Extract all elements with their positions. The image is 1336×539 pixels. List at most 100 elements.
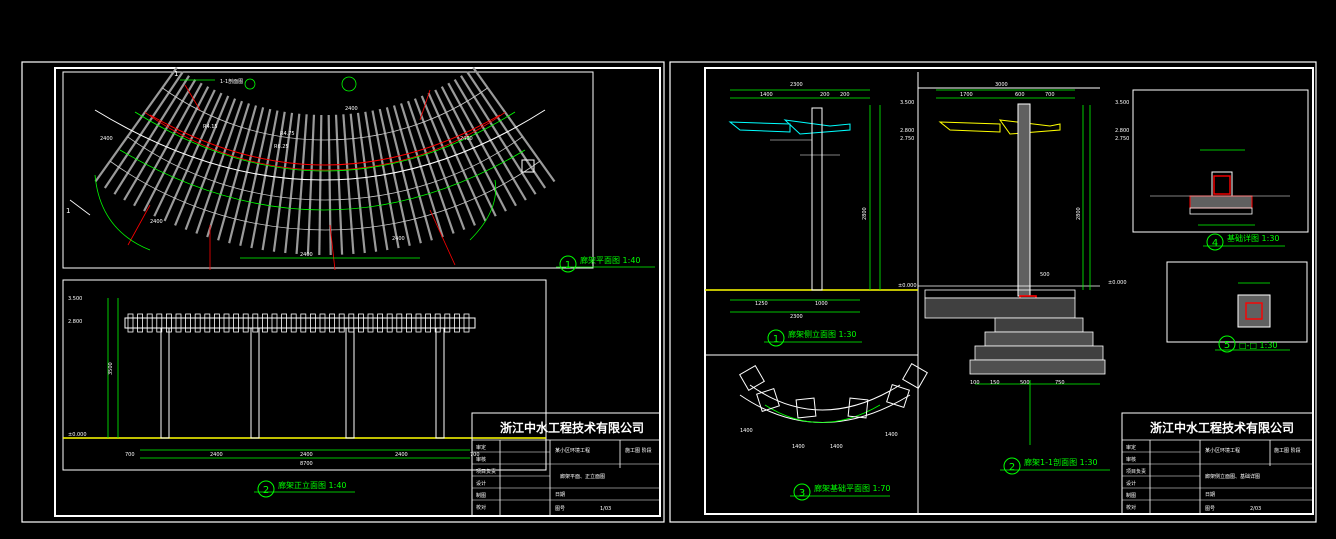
plan-slat <box>327 114 332 255</box>
footing-detail-view <box>1132 89 1309 233</box>
plan-slat <box>143 86 210 212</box>
elevation-slat <box>386 313 393 333</box>
elevation-slat <box>357 313 364 333</box>
right-sheet: 1400 200 200 2300 3.500 2.800 2.750 ±0.0… <box>669 61 1317 523</box>
elevation-column <box>345 327 355 439</box>
plan-slat <box>284 113 301 254</box>
plan-slat <box>427 92 487 222</box>
svg-text:2800: 2800 <box>862 207 868 220</box>
plan-arc-outer: 2400 <box>345 106 358 112</box>
section-view: 1700 600 700 3000 3.500 2.800 2.750 ±0.0… <box>918 82 1129 445</box>
foundation-pad <box>847 397 869 419</box>
plan-slat <box>356 112 378 252</box>
svg-text:廊架1-1剖面图 1:30: 廊架1-1剖面图 1:30 <box>1024 457 1098 467</box>
plan-slat <box>133 82 203 207</box>
svg-text:制图: 制图 <box>1126 492 1136 499</box>
svg-text:廊架侧立面图、基础详图: 廊架侧立面图、基础详图 <box>1205 473 1260 480</box>
elevation-slat <box>271 313 278 333</box>
elevation-column <box>250 327 260 439</box>
side-elevation-label: 1 廊架侧立面图 1:30 <box>764 329 862 347</box>
elevation-column <box>435 327 445 439</box>
plan-slat <box>250 110 279 249</box>
plan-radius-c: R6.25 <box>274 144 289 150</box>
right-company: 浙江中水工程技术有限公司 <box>1150 420 1294 435</box>
elevation-span-dim: 2400 <box>395 452 408 458</box>
elevation-slat <box>434 313 441 333</box>
svg-text:审核: 审核 <box>476 456 486 463</box>
elevation-slat <box>453 313 460 333</box>
plan-slat <box>113 75 190 195</box>
plan-slats <box>94 66 556 255</box>
svg-text:1400: 1400 <box>830 444 843 450</box>
svg-text:1: 1 <box>565 260 571 271</box>
elevation-slat <box>444 313 451 333</box>
plan-slat <box>195 100 244 234</box>
elevation-slat <box>396 313 403 333</box>
svg-text:施工图 阶段: 施工图 阶段 <box>1274 447 1301 454</box>
elevation-view-label: 2 廊架正立面图 1:40 <box>254 480 355 498</box>
svg-text:某小区环境工程: 某小区环境工程 <box>1205 447 1240 454</box>
plan-slat <box>153 89 216 217</box>
elevation-slat <box>348 313 355 333</box>
elevation-slat <box>185 313 192 333</box>
svg-text:2800: 2800 <box>1076 207 1082 220</box>
foundation-pads <box>739 363 928 419</box>
plan-slat <box>406 100 455 234</box>
elevation-slat <box>290 313 297 333</box>
elevation-slat <box>194 313 201 333</box>
elevation-slat <box>415 313 422 333</box>
svg-text:1700: 1700 <box>960 92 973 98</box>
elevation-slat <box>261 313 268 333</box>
elevation-slat <box>405 313 412 333</box>
plan-slat <box>364 111 389 251</box>
svg-text:施工图 阶段: 施工图 阶段 <box>625 447 652 454</box>
svg-text:基础详图 1:30: 基础详图 1:30 <box>1227 233 1280 243</box>
plan-slat <box>378 108 411 247</box>
svg-text:设计: 设计 <box>1126 480 1136 487</box>
elevation-slat <box>137 313 144 333</box>
foundation-plan-view: 1400 1400 1400 1400 <box>739 363 928 450</box>
svg-text:500: 500 <box>1040 272 1050 278</box>
svg-text:2.750: 2.750 <box>1115 136 1129 142</box>
plan-purlin <box>162 87 488 141</box>
plan-slat <box>371 110 400 249</box>
plan-slat <box>206 103 251 238</box>
elevation-slat <box>204 313 211 333</box>
plan-slat <box>261 111 286 251</box>
plan-slat <box>453 79 527 201</box>
svg-text:审核: 审核 <box>1126 456 1136 463</box>
svg-text:项目负责: 项目负责 <box>476 468 496 475</box>
svg-text:3000: 3000 <box>995 82 1008 88</box>
plan-slat <box>472 66 556 183</box>
plan-slat <box>385 107 422 244</box>
plan-slat <box>184 98 237 231</box>
plan-slat <box>392 105 433 241</box>
plan-section-mark: 1 <box>174 70 178 78</box>
svg-text:600: 600 <box>1015 92 1025 98</box>
plan-bottom-width: 2400 <box>300 252 313 258</box>
plan-slat <box>466 71 547 189</box>
svg-text:±0.000: ±0.000 <box>68 432 87 438</box>
foundation-pad <box>886 384 910 408</box>
svg-text:1000: 1000 <box>815 301 828 307</box>
svg-text:廊架基础平面图 1:70: 廊架基础平面图 1:70 <box>814 483 891 493</box>
plan-slat <box>342 114 355 255</box>
svg-text:8700: 8700 <box>300 461 313 467</box>
elevation-slat <box>300 313 307 333</box>
foundation-plan-label: 3 廊架基础平面图 1:70 <box>790 483 891 501</box>
column-detail-view <box>1166 261 1308 343</box>
svg-text:项目负责: 项目负责 <box>1126 468 1146 475</box>
plan-slat <box>334 114 344 255</box>
svg-text:日期: 日期 <box>555 492 565 498</box>
plan-slat <box>94 66 178 183</box>
plan-slat <box>123 79 197 201</box>
plan-radius-b: R4.75 <box>280 131 295 137</box>
foundation-pad <box>795 397 817 419</box>
svg-text:3500: 3500 <box>108 362 114 375</box>
elevation-slat <box>425 313 432 333</box>
svg-text:±0.000: ±0.000 <box>898 283 917 289</box>
svg-text:750: 750 <box>1055 380 1065 386</box>
plan-slat <box>239 108 272 247</box>
plan-slat <box>174 95 230 226</box>
